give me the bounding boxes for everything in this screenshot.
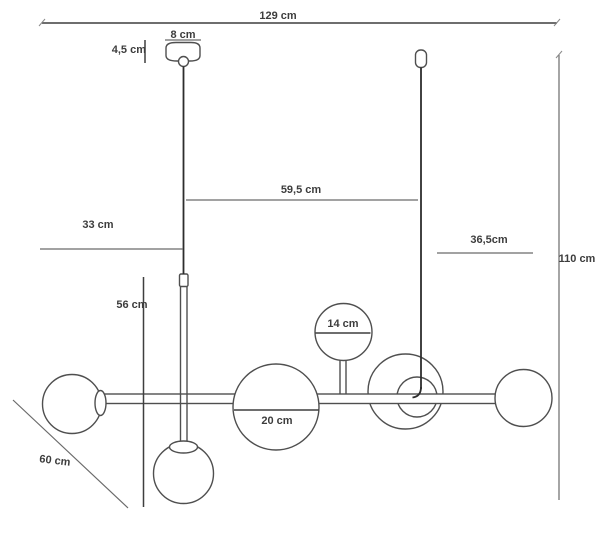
dim-label-large-globe: 20 cm <box>261 415 292 427</box>
dim-label-right-offset: 36,5cm <box>470 234 508 246</box>
cord-right-top-loop <box>414 49 428 69</box>
ceiling-canopy <box>165 41 201 62</box>
dim-tick-total-height-top <box>555 50 563 59</box>
dim-label-canopy-height: 4,5 cm <box>112 44 146 56</box>
globe-right <box>494 368 553 428</box>
small-globe-stem <box>339 359 347 396</box>
dim-tick-total-width-left <box>38 18 46 27</box>
canopy-cord-grip <box>177 55 190 68</box>
dim-label-canopy-diameter: 8 cm <box>170 29 195 41</box>
dim-label-cord-distance: 59,5 cm <box>281 184 322 196</box>
dim-tick-total-width-right <box>553 18 561 27</box>
globe-left-fitting <box>94 389 107 417</box>
globe-small-top <box>314 302 373 362</box>
globe-large-front <box>232 363 320 451</box>
dim-line-diagonal-span <box>12 399 129 509</box>
center-rod <box>179 285 188 445</box>
dim-label-total-width: 129 cm <box>259 10 297 22</box>
cord-right-hook <box>412 386 422 399</box>
rod-top-connector <box>178 273 189 288</box>
globe-left <box>41 373 103 435</box>
dim-label-rod-length: 56 cm <box>116 299 147 311</box>
dim-label-total-height: 110 cm <box>559 253 596 265</box>
dim-label-diagonal-span: 60 cm <box>39 453 72 469</box>
globe-bottom-cap <box>168 440 199 454</box>
dim-label-small-globe: 14 cm <box>327 318 358 330</box>
dim-label-left-offset: 33 cm <box>82 219 113 231</box>
